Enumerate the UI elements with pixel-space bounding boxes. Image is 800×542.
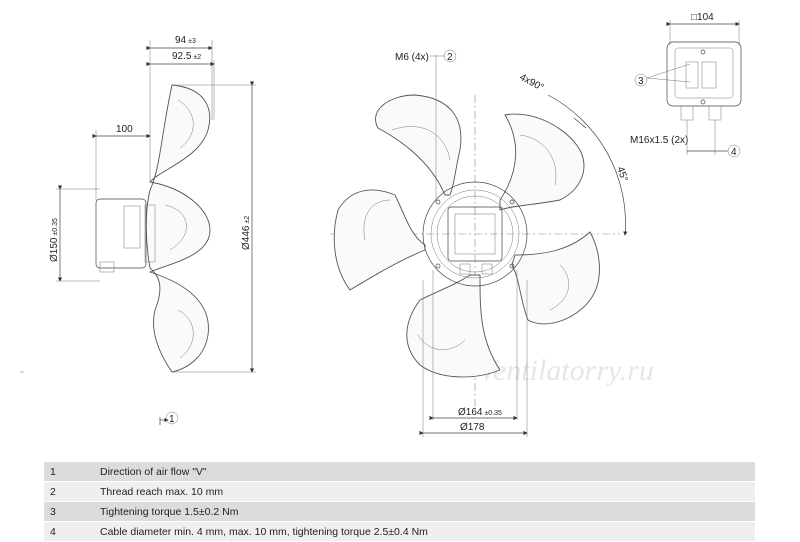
- terminal-box-front: [447, 206, 503, 262]
- motor-body: [95, 198, 147, 269]
- legend-text: Thread reach max. 10 mm: [94, 481, 755, 502]
- hub-outer: [422, 181, 528, 287]
- dim-box: □104: [691, 12, 714, 23]
- dim-motor-diameter: Ø150±0.35: [49, 218, 60, 262]
- side-view: 94±3 92.5±2 100 Ø150±0.35 Ø446±2 1: [20, 35, 256, 425]
- legend-num: 2: [44, 481, 94, 502]
- legend-text: Cable diameter min. 4 mm, max. 10 mm, ti…: [94, 521, 755, 542]
- technical-drawing: Ventilatorry.ru 94±3 92.5±2 100 Ø150±0.3…: [20, 12, 742, 437]
- legend-row: 4 Cable diameter min. 4 mm, max. 10 mm, …: [44, 521, 755, 542]
- dim-width-total: 94±3: [175, 35, 196, 46]
- dim-bolt-circle: Ø164±0.35: [458, 407, 502, 418]
- legend-row: 2 Thread reach max. 10 mm: [44, 481, 755, 502]
- legend-row: 3 Tightening torque 1.5±0.2 Nm: [44, 501, 755, 522]
- dim-width-blade: 92.5±2: [172, 51, 201, 62]
- angle-45: 45°: [614, 165, 630, 183]
- side-blade-outline: [145, 84, 211, 373]
- callout-airflow: 1: [169, 414, 175, 425]
- dim-depth: 100: [116, 124, 133, 135]
- legend-text: Tightening torque 1.5±0.2 Nm: [94, 501, 755, 522]
- legend-text: Direction of air flow "V": [94, 462, 755, 482]
- front-view: M6 (4x) 2 4x90° 45° Ø164±0.35 Ø178: [330, 49, 630, 437]
- callout-torque: 3: [638, 76, 644, 87]
- legend-num: 1: [44, 462, 94, 482]
- terminal-box-detail: □104 3 M16x1.5 (2x) 4: [630, 12, 742, 158]
- dim-outer-diameter: Ø446±2: [241, 216, 252, 250]
- gland-label: M16x1.5 (2x): [630, 135, 688, 146]
- dim-hub: Ø178: [460, 422, 485, 433]
- legend-table: 1 Direction of air flow "V" 2 Thread rea…: [44, 462, 755, 542]
- watermark: Ventilatorry.ru: [478, 354, 654, 387]
- thread-label: M6 (4x): [395, 52, 429, 63]
- legend-row: 1 Direction of air flow "V": [44, 462, 755, 482]
- callout-cable: 4: [731, 147, 737, 158]
- legend-num: 3: [44, 501, 94, 522]
- callout-thread: 2: [447, 52, 453, 63]
- legend-num: 4: [44, 521, 94, 542]
- front-blades: [333, 94, 600, 378]
- angle-4x90: 4x90°: [518, 72, 546, 94]
